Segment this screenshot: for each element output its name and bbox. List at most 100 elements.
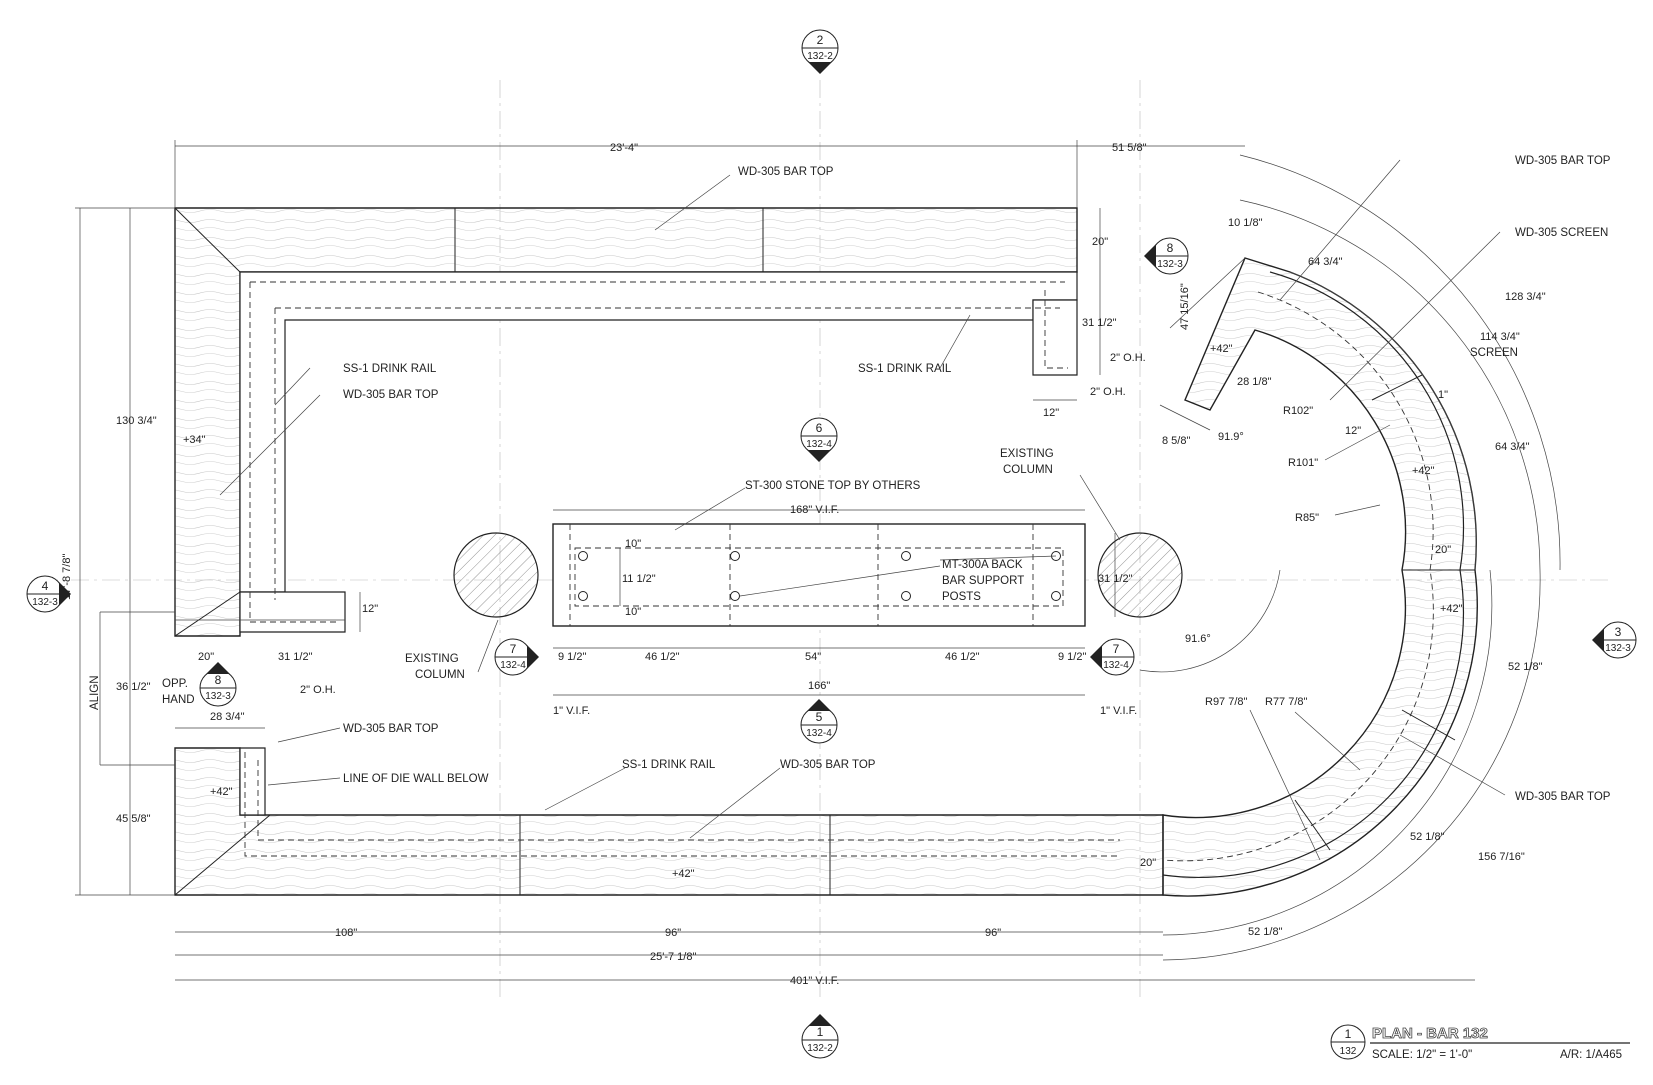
- svg-text:132-4: 132-4: [806, 439, 832, 450]
- svg-text:R77 7/8": R77 7/8": [1265, 696, 1308, 708]
- svg-text:2: 2: [817, 33, 824, 47]
- label-existing-column-l2: COLUMN: [415, 669, 465, 681]
- drawing-reference: A/R: 1/A465: [1560, 1049, 1622, 1061]
- label-wd305-bottom: WD-305 BAR TOP: [780, 759, 876, 771]
- svg-text:114 3/4": 114 3/4": [1480, 331, 1520, 343]
- elev-42-b: +42": [1412, 465, 1435, 477]
- svg-text:9 1/2": 9 1/2": [558, 651, 586, 663]
- material-labels: WD-305 BAR TOP SS-1 DRINK RAIL WD-305 BA…: [89, 155, 1611, 880]
- label-wd305-screen: WD-305 SCREEN: [1515, 227, 1608, 239]
- support-post: [578, 591, 588, 601]
- svg-text:46 1/2": 46 1/2": [645, 651, 680, 663]
- detail-tag-7-right: 7 132-4: [1090, 638, 1135, 676]
- svg-text:132: 132: [1340, 1046, 1357, 1057]
- svg-text:168" V.I.F.: 168" V.I.F.: [790, 504, 839, 516]
- svg-text:28 1/8": 28 1/8": [1237, 376, 1272, 388]
- svg-text:23'-4": 23'-4": [610, 142, 638, 154]
- svg-text:132-4: 132-4: [806, 728, 832, 739]
- detail-tag-5: 5 132-4: [800, 699, 838, 744]
- label-wd305-bottom-left: WD-305 BAR TOP: [343, 723, 439, 735]
- svg-text:96": 96": [665, 927, 681, 939]
- svg-text:12": 12": [1043, 407, 1059, 419]
- svg-text:64 3/4": 64 3/4": [1495, 441, 1530, 453]
- label-opp: OPP.: [162, 678, 188, 690]
- svg-text:R102": R102": [1283, 405, 1313, 417]
- label-wd305-curve-top: WD-305 BAR TOP: [1515, 155, 1611, 167]
- svg-text:10": 10": [625, 606, 641, 618]
- label-existing-column-l1: EXISTING: [405, 653, 459, 665]
- dimension-texts: 23'-4" 51 5/8" 17'-8 7/8" 130 3/4" 36 1/…: [61, 142, 1546, 987]
- svg-text:52 1/8": 52 1/8": [1248, 926, 1283, 938]
- svg-text:156 7/16": 156 7/16": [1478, 851, 1525, 863]
- svg-text:31 1/2": 31 1/2": [278, 651, 313, 663]
- stone-back-bar: [552, 523, 1086, 627]
- label-hand: HAND: [162, 694, 195, 706]
- detail-tag-6: 6 132-4: [800, 417, 838, 462]
- svg-text:1: 1: [817, 1025, 824, 1039]
- svg-text:7: 7: [1113, 642, 1120, 656]
- section-tag-bottom: 1 132-2: [801, 1014, 839, 1059]
- label-die-wall: LINE OF DIE WALL BELOW: [343, 773, 489, 785]
- drawing-scale: SCALE: 1/2" = 1'-0": [1372, 1049, 1472, 1061]
- svg-text:132-4: 132-4: [1103, 660, 1129, 671]
- svg-text:R101": R101": [1288, 457, 1318, 469]
- svg-text:6: 6: [816, 421, 823, 435]
- label-align: ALIGN: [89, 675, 101, 710]
- svg-text:132-3: 132-3: [1157, 259, 1183, 270]
- label-ss1-right: SS-1 DRINK RAIL: [858, 363, 952, 375]
- label-screen: SCREEN: [1470, 347, 1518, 359]
- svg-text:8 5/8": 8 5/8": [1162, 435, 1190, 447]
- existing-column-left: [453, 532, 539, 618]
- svg-text:47 15/16": 47 15/16": [1179, 283, 1191, 330]
- curved-bar-counter: [1162, 257, 1478, 897]
- svg-text:20": 20": [198, 651, 214, 663]
- label-ss1-left: SS-1 DRINK RAIL: [343, 363, 437, 375]
- svg-text:12": 12": [1345, 425, 1361, 437]
- label-wd305-left: WD-305 BAR TOP: [343, 389, 439, 401]
- svg-text:1" V.I.F.: 1" V.I.F.: [553, 705, 590, 717]
- detail-tag-8-left: 8 132-3: [199, 662, 237, 707]
- svg-text:12": 12": [362, 603, 378, 615]
- elev-34: +34": [183, 434, 206, 446]
- svg-text:130 3/4": 130 3/4": [116, 415, 157, 427]
- label-ss1-bottom: SS-1 DRINK RAIL: [622, 759, 716, 771]
- svg-text:1: 1: [1345, 1027, 1352, 1041]
- svg-text:9 1/2": 9 1/2": [1058, 651, 1086, 663]
- svg-text:20": 20": [1140, 857, 1156, 869]
- svg-text:46 1/2": 46 1/2": [945, 651, 980, 663]
- svg-text:401" V.I.F.: 401" V.I.F.: [790, 975, 839, 987]
- label-wd305-curve-bottom: WD-305 BAR TOP: [1515, 791, 1611, 803]
- support-post: [730, 591, 740, 601]
- svg-text:1": 1": [1438, 389, 1448, 401]
- svg-text:20": 20": [1092, 236, 1108, 248]
- svg-text:8: 8: [215, 673, 222, 687]
- svg-text:132-2: 132-2: [807, 1043, 833, 1054]
- svg-text:91.6°: 91.6°: [1185, 633, 1211, 645]
- svg-text:31 1/2": 31 1/2": [1098, 573, 1133, 585]
- svg-text:31 1/2": 31 1/2": [1082, 317, 1117, 329]
- svg-text:28 3/4": 28 3/4": [210, 711, 245, 723]
- label-wd305-top: WD-305 BAR TOP: [738, 166, 834, 178]
- svg-text:1" V.I.F.: 1" V.I.F.: [1100, 705, 1137, 717]
- svg-text:R97 7/8": R97 7/8": [1205, 696, 1248, 708]
- svg-text:R85": R85": [1295, 512, 1319, 524]
- leader-lines: [219, 159, 1506, 861]
- label-mt300a-3: POSTS: [942, 591, 981, 603]
- section-tag-left: 4 132-3: [26, 575, 71, 613]
- svg-text:36 1/2": 36 1/2": [116, 681, 151, 693]
- section-tag-right: 3 132-3: [1592, 621, 1637, 659]
- support-post: [578, 551, 588, 561]
- label-mt300a-1: MT-300A BACK: [942, 559, 1023, 571]
- svg-text:25'-7 1/8": 25'-7 1/8": [650, 951, 696, 963]
- support-post: [901, 551, 911, 561]
- svg-text:132-2: 132-2: [807, 51, 833, 62]
- svg-text:96": 96": [985, 927, 1001, 939]
- drawing-title: PLAN - BAR 132: [1372, 1025, 1488, 1042]
- svg-text:2" O.H.: 2" O.H.: [1110, 352, 1146, 364]
- elev-42-d: +42": [210, 786, 233, 798]
- svg-text:166": 166": [808, 680, 830, 692]
- detail-tag-8-top: 8 132-3: [1144, 237, 1189, 275]
- svg-text:2" O.H.: 2" O.H.: [1090, 386, 1126, 398]
- svg-text:132-4: 132-4: [500, 660, 526, 671]
- label-st300: ST-300 STONE TOP BY OTHERS: [745, 480, 921, 492]
